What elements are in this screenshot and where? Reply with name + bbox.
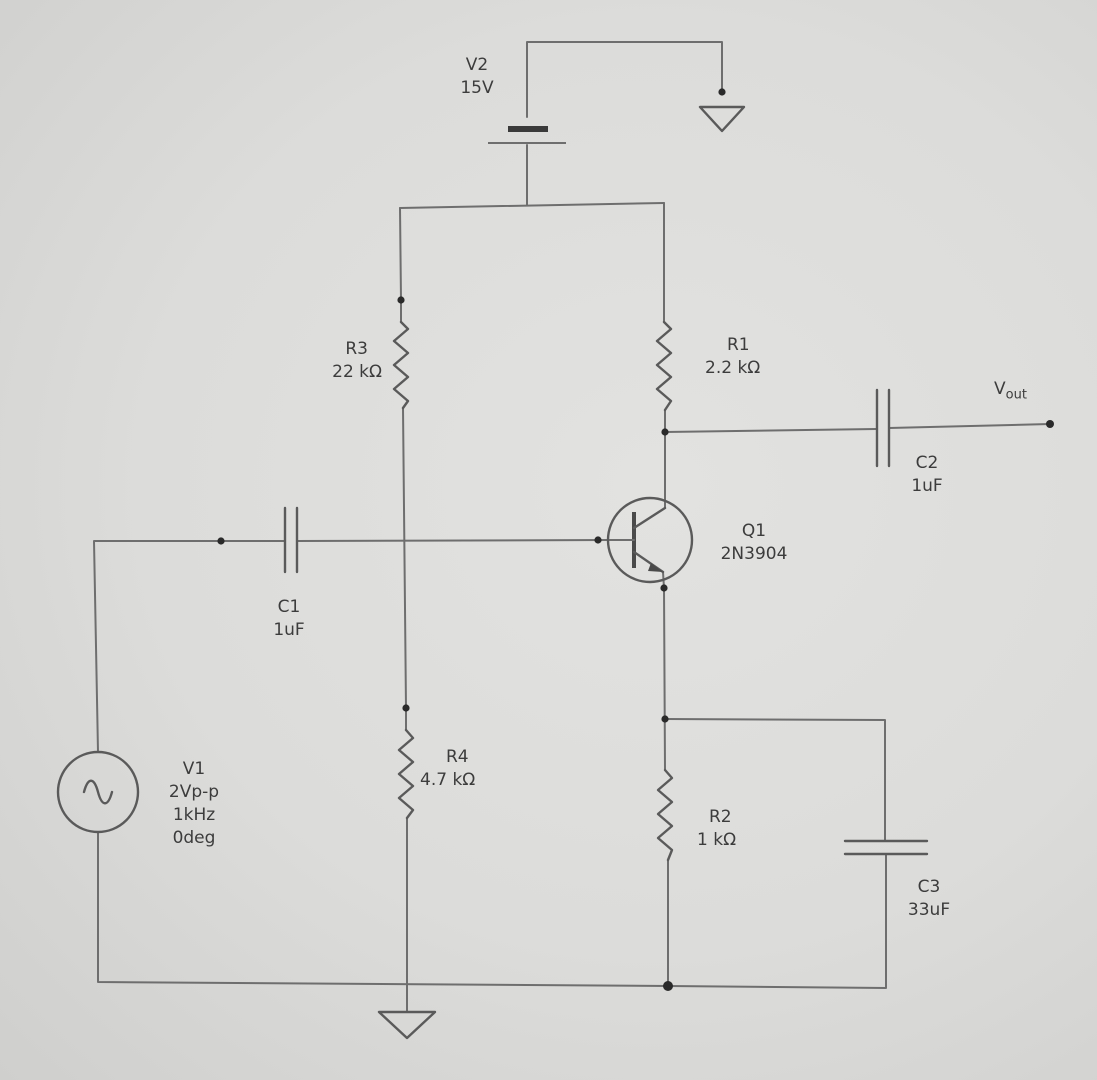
- r2-ref: R2: [709, 807, 732, 827]
- c1-value: 1uF: [273, 620, 305, 640]
- q1-ref: Q1: [741, 521, 767, 541]
- junction-dot: [594, 536, 602, 544]
- r1-ref: R1: [727, 335, 750, 355]
- wires: [93, 41, 1051, 1013]
- r4-ref: R4: [446, 747, 469, 767]
- junction-dot: [217, 537, 225, 545]
- v1-amplitude: 2Vp-p: [168, 782, 220, 802]
- junction-dot: [663, 981, 673, 991]
- wire-r3-to-r4: [402, 407, 407, 731]
- c3-value: 33uF: [907, 900, 951, 920]
- q1-value: 2N3904: [720, 544, 788, 564]
- r1-label: R1 2.2 kΩ: [705, 334, 760, 380]
- v1-phase: 0deg: [172, 828, 216, 848]
- v1-ref: V1: [182, 759, 206, 779]
- junction-dot: [660, 584, 668, 592]
- junction-dot: [661, 715, 669, 723]
- vout-subscript: out: [1005, 387, 1027, 403]
- vout-terminal[interactable]: [1046, 420, 1054, 428]
- junction-dot: [402, 704, 410, 712]
- r3-value: 22 kΩ: [332, 362, 382, 382]
- v2-value: 15V: [460, 78, 494, 98]
- v2-label: V2 15V: [448, 54, 506, 100]
- wire-rail-to-r3: [399, 207, 402, 323]
- capacitor-icon: [875, 388, 891, 468]
- q1-label: Q1 2N3904: [706, 520, 802, 566]
- wire-c3-to-bottom: [667, 854, 887, 989]
- wire-c1-to-base: [296, 539, 611, 542]
- c2-ref: C2: [915, 453, 939, 473]
- r4-label: R4 4.7 kΩ: [420, 746, 475, 792]
- resistor-icon: [655, 320, 673, 412]
- npn-transistor-icon: [606, 496, 694, 584]
- v1-label: V1 2Vp-p 1kHz 0deg: [155, 758, 233, 850]
- junction-dot: [718, 88, 726, 96]
- capacitor-icon: [283, 506, 299, 574]
- c1-label: C1 1uF: [262, 596, 316, 642]
- v1-frequency: 1kHz: [172, 805, 216, 825]
- v2-ref: V2: [465, 55, 489, 75]
- ground-icon: [377, 1010, 437, 1040]
- junction-dot: [397, 296, 405, 304]
- c2-label: C2 1uF: [900, 452, 954, 498]
- c1-ref: C1: [277, 597, 301, 617]
- junction-nodes: [217, 88, 1054, 991]
- capacitor-icon: [843, 839, 929, 856]
- junction-dot: [661, 428, 669, 436]
- vout-label: Vout: [994, 378, 1027, 406]
- wire-bottom-rail: [97, 831, 669, 987]
- wire-top-rail: [399, 202, 665, 209]
- ac-source-icon: [56, 750, 140, 834]
- r2-value: 1 kΩ: [697, 830, 737, 850]
- r3-label: R3 22 kΩ: [300, 338, 382, 384]
- resistor-icon: [392, 320, 410, 410]
- battery-icon: [488, 126, 566, 144]
- r4-value: 4.7 kΩ: [420, 770, 476, 790]
- r1-value: 2.2 kΩ: [705, 358, 761, 378]
- vout-main: V: [994, 379, 1006, 399]
- wire-v2-to-ground: [526, 41, 723, 118]
- resistor-icon: [397, 728, 415, 820]
- r2-label: R2 1 kΩ: [697, 806, 736, 852]
- wire-emitter-to-r2: [662, 571, 666, 771]
- r3-ref: R3: [345, 339, 368, 359]
- wire-c2-to-vout: [888, 423, 1051, 429]
- resistor-icon: [656, 768, 674, 862]
- wire-collector-to-c2: [664, 428, 877, 433]
- ground-icon: [698, 105, 746, 133]
- c3-ref: C3: [917, 877, 941, 897]
- c2-value: 1uF: [911, 476, 943, 496]
- c3-label: C3 33uF: [896, 876, 962, 922]
- wire-emitter-to-c3: [664, 718, 886, 841]
- wire-v1-to-c1: [93, 540, 286, 753]
